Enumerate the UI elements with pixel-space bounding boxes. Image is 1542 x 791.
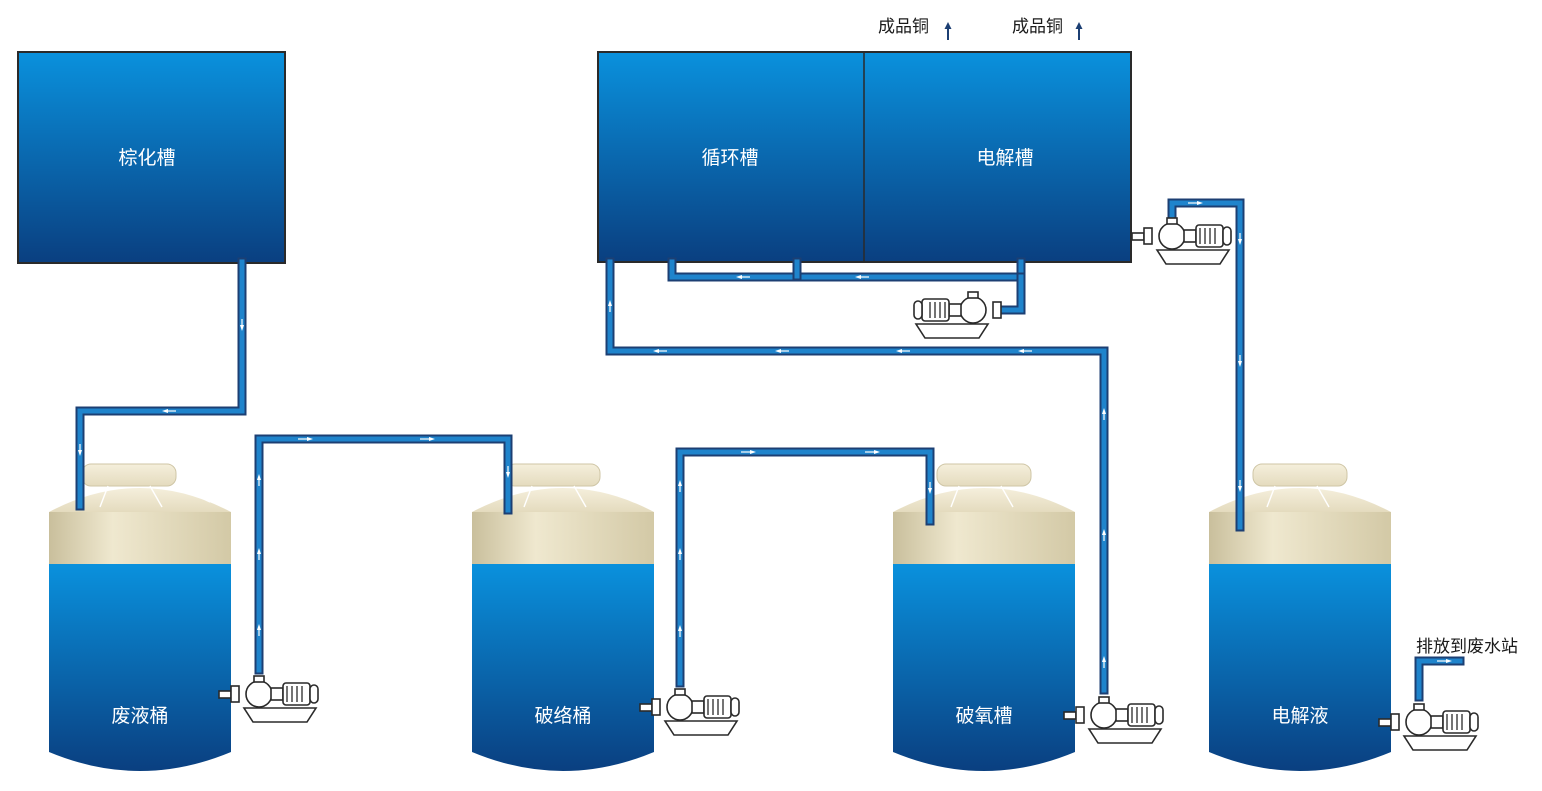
electrolysis-tank: 电解槽	[864, 52, 1131, 262]
broken-complex-tank-label: 破络桶	[534, 705, 591, 727]
brown-oxide-tank-label: 棕化槽	[118, 147, 175, 169]
waste-liquid-tank: 废液桶	[49, 463, 231, 771]
up-arrow-icon	[1075, 22, 1083, 40]
copper-output-2: 成品铜	[1012, 17, 1083, 40]
pump-electrolysis-outlet	[1131, 217, 1232, 265]
copper-output-label-1: 成品铜	[878, 17, 929, 37]
discharge-label: 排放到废水站	[1416, 637, 1518, 657]
pump-electrolyte	[1378, 703, 1479, 751]
electrolyte-tank-label: 电解液	[1271, 705, 1328, 727]
pump-waste-liquid	[218, 675, 319, 723]
electrolyte-tank: 电解液	[1209, 463, 1391, 771]
brown-oxide-tank: 棕化槽	[17, 51, 286, 264]
copper-output-1: 成品铜	[878, 17, 952, 40]
circulation-tank-label: 循环槽	[701, 147, 758, 169]
broken-oxygen-tank-label: 破氧槽	[955, 705, 1012, 727]
pipe-complex-to-oxygen	[675, 447, 935, 688]
pump-broken-complex	[639, 688, 740, 736]
broken-complex-tank: 破络桶	[472, 463, 654, 771]
pipe-waste-to-complex	[254, 434, 513, 675]
broken-oxygen-tank: 破氧槽	[893, 463, 1075, 771]
pump-circulation-loop	[913, 291, 1002, 339]
waste-liquid-tank-label: 废液桶	[111, 705, 168, 727]
circulation-tank: 循环槽	[598, 52, 864, 262]
electrolysis-tank-label: 电解槽	[976, 147, 1033, 169]
pipe-network	[75, 198, 1465, 702]
pump-broken-oxygen	[1063, 696, 1164, 744]
copper-output-label-2: 成品铜	[1012, 17, 1063, 37]
pipe-discharge	[1414, 656, 1465, 702]
flow-arrows	[78, 201, 1452, 668]
up-arrow-icon	[944, 22, 952, 40]
